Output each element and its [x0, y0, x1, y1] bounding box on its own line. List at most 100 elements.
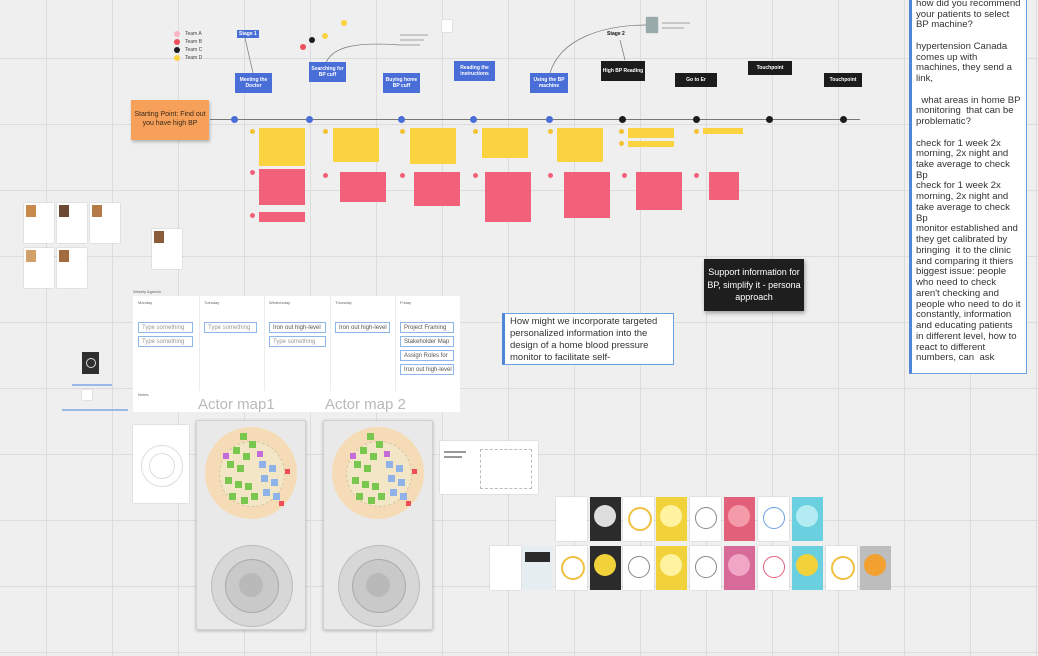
small-image[interactable]: [646, 17, 658, 33]
sticky-note-pink[interactable]: [259, 212, 305, 222]
sticky-note-yellow[interactable]: [333, 128, 379, 162]
team-c-dot-marker[interactable]: [309, 37, 315, 43]
pink-marker[interactable]: [400, 173, 405, 178]
timeline-node[interactable]: [766, 116, 773, 123]
timeline-node[interactable]: [840, 116, 847, 123]
avatar[interactable]: [82, 352, 99, 374]
sticky-note-pink[interactable]: [709, 172, 739, 200]
research-poster[interactable]: [860, 546, 891, 590]
agenda-card[interactable]: Project Framing: [400, 322, 454, 333]
pink-marker[interactable]: [622, 173, 627, 178]
sticky-note-pink[interactable]: [340, 172, 386, 202]
research-poster[interactable]: [758, 546, 789, 590]
team-b-dot-marker[interactable]: [300, 44, 306, 50]
research-poster[interactable]: [656, 546, 687, 590]
sticky-note-yellow[interactable]: [557, 128, 603, 162]
research-poster[interactable]: [623, 546, 654, 590]
research-poster[interactable]: [490, 546, 521, 590]
research-poster[interactable]: [656, 497, 687, 541]
research-poster[interactable]: [522, 546, 553, 590]
research-poster[interactable]: [792, 497, 823, 541]
research-poster[interactable]: [690, 546, 721, 590]
how-might-we-note[interactable]: How might we incorporate targeted person…: [502, 313, 674, 365]
yellow-marker[interactable]: [323, 129, 328, 134]
stage-using-bp-machine[interactable]: Using the BP machine: [530, 73, 568, 93]
yellow-marker[interactable]: [619, 129, 624, 134]
persona-card[interactable]: [57, 248, 87, 288]
sticky-note-pink[interactable]: [636, 172, 682, 210]
agenda-card[interactable]: Stakeholder Map: [400, 336, 454, 347]
research-poster[interactable]: [758, 497, 789, 541]
sticky-note-yellow[interactable]: [259, 128, 305, 166]
team-d-dot-marker[interactable]: [322, 33, 328, 39]
interview-notes-panel[interactable]: how did you recommend your patients to s…: [909, 0, 1027, 374]
research-poster[interactable]: [556, 497, 587, 541]
stage-searching-bp-cuff[interactable]: Searching for BP cuff: [309, 62, 346, 82]
research-poster[interactable]: [724, 546, 755, 590]
persona-card[interactable]: [24, 248, 54, 288]
pink-marker[interactable]: [473, 173, 478, 178]
sticky-note-yellow[interactable]: [628, 141, 674, 147]
persona-card[interactable]: [57, 203, 87, 243]
pink-marker[interactable]: [250, 170, 255, 175]
stage-go-to-er[interactable]: Go to Er: [675, 73, 717, 87]
sticky-note-pink[interactable]: [414, 172, 460, 206]
stage-reading-instructions[interactable]: Reading the instructions: [454, 61, 495, 81]
pink-marker[interactable]: [694, 173, 699, 178]
research-poster[interactable]: [792, 546, 823, 590]
agenda-card[interactable]: Iron out high-level: [400, 364, 454, 375]
stage-buying-bp-cuff[interactable]: Buying home BP cuff: [383, 73, 420, 93]
stage-high-bp-reading[interactable]: High BP Reading: [601, 61, 645, 81]
agenda-card[interactable]: Assign Roles for: [400, 350, 454, 361]
research-poster[interactable]: [590, 497, 621, 541]
sticky-note-yellow[interactable]: [703, 128, 743, 134]
link-snippet[interactable]: [72, 384, 112, 386]
sticky-note-pink[interactable]: [564, 172, 610, 218]
sticky-note-pink[interactable]: [485, 172, 531, 222]
team-d-dot-marker[interactable]: [341, 20, 347, 26]
research-poster[interactable]: [623, 497, 654, 541]
timeline-node[interactable]: [546, 116, 553, 123]
agenda-card[interactable]: Type something: [269, 336, 326, 347]
pink-marker[interactable]: [323, 173, 328, 178]
stage-1-tag[interactable]: Stage 1: [237, 30, 259, 38]
yellow-marker[interactable]: [548, 129, 553, 134]
timeline-node[interactable]: [693, 116, 700, 123]
starting-point-note[interactable]: Starting Point: Find out you have high B…: [131, 100, 209, 140]
small-image[interactable]: [442, 20, 452, 32]
yellow-marker[interactable]: [694, 129, 699, 134]
sticky-note-yellow[interactable]: [482, 128, 528, 158]
sticky-note-yellow[interactable]: [628, 128, 674, 138]
persona-card[interactable]: [24, 203, 54, 243]
persona-card[interactable]: [152, 229, 182, 269]
sticky-note-pink[interactable]: [259, 169, 305, 205]
pink-marker[interactable]: [548, 173, 553, 178]
pink-marker[interactable]: [250, 213, 255, 218]
agenda-card[interactable]: Type something: [138, 336, 193, 347]
timeline-node[interactable]: [470, 116, 477, 123]
sticky-note-yellow[interactable]: [410, 128, 456, 164]
research-poster[interactable]: [724, 497, 755, 541]
yellow-marker[interactable]: [473, 129, 478, 134]
actor-map-template[interactable]: [133, 425, 189, 503]
research-poster[interactable]: [826, 546, 857, 590]
research-poster[interactable]: [690, 497, 721, 541]
timeline-node[interactable]: [398, 116, 405, 123]
yellow-marker[interactable]: [400, 129, 405, 134]
yellow-marker[interactable]: [250, 129, 255, 134]
agenda-card[interactable]: Type something: [138, 322, 193, 333]
stage-touchpoint[interactable]: Touchpoint: [748, 61, 792, 75]
stage-meeting-doctor[interactable]: Meeting the Doctor: [235, 73, 272, 93]
actor-map-1[interactable]: [196, 420, 306, 630]
actor-map-2[interactable]: [323, 420, 433, 630]
yellow-marker[interactable]: [619, 141, 624, 146]
persona-card[interactable]: [90, 203, 120, 243]
timeline-node[interactable]: [619, 116, 626, 123]
timeline-node[interactable]: [306, 116, 313, 123]
stakeholder-map-sketch[interactable]: [440, 441, 538, 494]
stage-touchpoint[interactable]: Touchpoint: [824, 73, 862, 87]
agenda-card[interactable]: Iron out high-level: [269, 322, 326, 333]
research-poster[interactable]: [590, 546, 621, 590]
research-poster[interactable]: [556, 546, 587, 590]
timeline-node[interactable]: [231, 116, 238, 123]
